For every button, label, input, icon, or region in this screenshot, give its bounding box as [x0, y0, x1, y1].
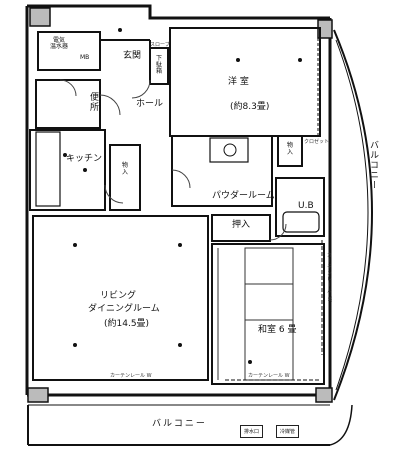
label-shoe-cabinet: 下 駄 箱	[156, 55, 163, 76]
annotation-slope: スロープ	[150, 42, 170, 48]
vanity	[209, 137, 249, 163]
balcony-bottom	[27, 404, 353, 446]
kitchen-counter	[35, 131, 61, 207]
label-living-size: (約14.5畳)	[104, 319, 150, 329]
badge-refrigerant: 冷媒管	[276, 425, 300, 438]
inner-walls	[29, 27, 325, 385]
column-bottom-left	[27, 387, 49, 403]
label-western-room-size: (約8.3畳)	[230, 102, 270, 112]
annotation-curtain-living: カーテンレール W	[110, 373, 152, 379]
storage2-box	[277, 135, 303, 167]
label-japanese-room: 和室 6 畳	[258, 325, 297, 335]
annotation-closet: クロゼット	[304, 139, 330, 145]
balcony-right	[333, 29, 373, 401]
label-powder-room: パウダールーム	[212, 191, 275, 201]
kitchen-room	[29, 129, 106, 211]
label-ub: U.B	[298, 201, 314, 211]
label-balcony-bottom: バルコニー	[152, 419, 207, 429]
label-toilet: 便所	[88, 92, 98, 112]
label-storage1: 物 入	[122, 162, 129, 177]
outer-wall-top	[27, 4, 330, 20]
column-top-left	[29, 7, 51, 27]
storage1-box	[109, 144, 141, 211]
tatami-a	[244, 247, 294, 285]
ub-room	[275, 177, 325, 237]
japanese-room	[211, 243, 325, 385]
walls	[25, 4, 333, 403]
label-oshiire: 押入	[232, 220, 251, 230]
powder-room	[171, 135, 273, 207]
bathtub	[282, 211, 320, 233]
oshiire-box	[211, 214, 271, 242]
label-hall: ホール	[136, 99, 164, 109]
annotation-curtain-vertical: カーテンレール W	[326, 252, 332, 303]
label-storage2: 物 入	[287, 142, 294, 157]
label-living-1: リビング	[100, 291, 137, 301]
annotation-curtain-japanese: カーテンレール W	[248, 373, 290, 379]
column-bottom-right	[315, 387, 333, 403]
doors	[59, 79, 287, 241]
mb-box	[37, 31, 101, 71]
badge-drain: 排水口	[240, 425, 264, 438]
tatami-b	[244, 283, 294, 321]
label-kitchen: キッチン	[66, 154, 103, 164]
ceiling-fixtures	[63, 28, 302, 364]
shoe-cabinet-box	[149, 47, 169, 85]
label-entrance: 玄関	[123, 51, 142, 61]
label-living-2: ダイニングルーム	[88, 304, 160, 314]
label-western-room: 洋 室	[228, 77, 249, 87]
label-water-heater: 電気 温水器	[50, 37, 69, 50]
label-mb: MB	[80, 54, 90, 61]
label-balcony-right: バルコニー	[368, 140, 378, 190]
